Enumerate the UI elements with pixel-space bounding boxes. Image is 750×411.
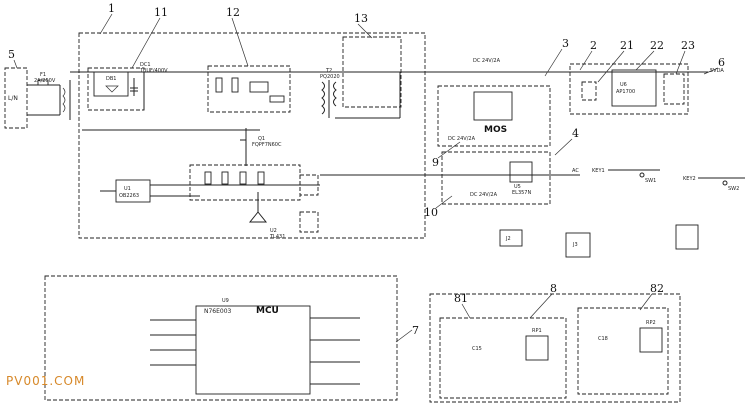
mcu-chip (195, 305, 311, 395)
input-label: L/N (8, 95, 18, 102)
callout-81: 81 (454, 292, 468, 305)
rp1-block (439, 317, 567, 399)
callout-5: 5 (8, 48, 15, 61)
potentiometer-block (429, 293, 681, 403)
dc1-label: DC1 (140, 62, 151, 68)
sw1-contact (639, 172, 645, 178)
mcu-part: N76E003 (204, 308, 232, 315)
transformer-secondary (333, 81, 337, 107)
input-block (4, 67, 28, 129)
fuse-label: F1 (40, 72, 46, 78)
callout-1: 1 (108, 2, 115, 15)
callout-12: 12 (226, 6, 240, 19)
u1-ref: U1 (124, 186, 131, 192)
callout-23: 23 (681, 39, 695, 52)
callout-11: 11 (154, 6, 168, 19)
fuse-rating: 2A/250V (34, 78, 56, 84)
callout-2: 2 (590, 39, 597, 52)
optocoupler-block (441, 151, 551, 205)
rp2-label: RP2 (646, 320, 656, 326)
mcu-block (44, 275, 398, 401)
u6-ref: U6 (620, 82, 627, 88)
callout-10: 10 (424, 206, 438, 219)
input-choke (62, 87, 66, 113)
u5-part: EL357N (512, 190, 531, 196)
c18-label: C18 (598, 336, 608, 342)
callout-7: 7 (412, 324, 419, 337)
bridge-ref: DB1 (106, 76, 116, 82)
c15-label: C15 (472, 346, 482, 352)
sw2-label: SW2 (728, 186, 739, 192)
sw2-contact (722, 180, 728, 186)
callout-21: 21 (620, 39, 634, 52)
dc24-right: DC 24V/2A (473, 58, 501, 64)
rp1 (525, 335, 549, 361)
bridge-rectifier (93, 71, 129, 97)
tl431-symbol (248, 211, 268, 223)
u6-part: AP1700 (616, 89, 635, 95)
callout-3: 3 (562, 37, 569, 50)
output-label: 5VDA (710, 68, 724, 74)
key1-label: KEY1 (592, 168, 605, 174)
snubber-block (207, 65, 291, 113)
q1-part: FQPF7N60C (252, 142, 282, 148)
callout-6: 6 (718, 56, 725, 69)
mos-chip (473, 91, 513, 121)
rp2-block (577, 307, 669, 395)
u2-part: TL431 (269, 234, 285, 240)
j3-label: J3 (572, 242, 578, 248)
connector-j3 (565, 232, 591, 258)
u2-ref: U2 (270, 228, 277, 234)
primary-block (78, 32, 426, 239)
callout-8: 8 (550, 282, 557, 295)
regulator-u6 (611, 69, 657, 107)
transformer-part: PQ2020 (320, 74, 340, 80)
transformer-ref: T2 (325, 68, 332, 74)
u5-ref: U5 (514, 184, 521, 190)
callout-82: 82 (650, 282, 664, 295)
j2-label: J2 (505, 236, 511, 242)
sw1-label: SW1 (645, 178, 656, 184)
watermark: PV001.COM (6, 374, 85, 388)
callout-4: 4 (572, 127, 579, 140)
mos-block (437, 85, 551, 147)
fuse-f1 (37, 79, 49, 86)
key2-label: KEY2 (683, 176, 696, 182)
mcu-label: MCU (256, 306, 279, 316)
optocoupler-u5 (509, 161, 533, 183)
callout-13: 13 (354, 12, 368, 25)
ac-label: AC (572, 168, 579, 174)
transformer-primary (321, 81, 325, 115)
u1-part: OB2263 (119, 193, 139, 199)
mos-value: DC 24V/2A (448, 136, 476, 142)
q1-ref: Q1 (258, 136, 265, 142)
dc24-lower: DC 24V/2A (470, 192, 498, 198)
callout-9: 9 (432, 156, 439, 169)
rp2 (639, 327, 663, 353)
bridge-block (87, 67, 145, 111)
dc1-value: 10UF/400V (140, 68, 168, 74)
mos-label: MOS (484, 125, 507, 135)
callout-22: 22 (650, 39, 664, 52)
mcu-ref: U9 (222, 298, 229, 304)
connector-j2 (499, 229, 523, 247)
rp1-label: RP1 (532, 328, 542, 334)
